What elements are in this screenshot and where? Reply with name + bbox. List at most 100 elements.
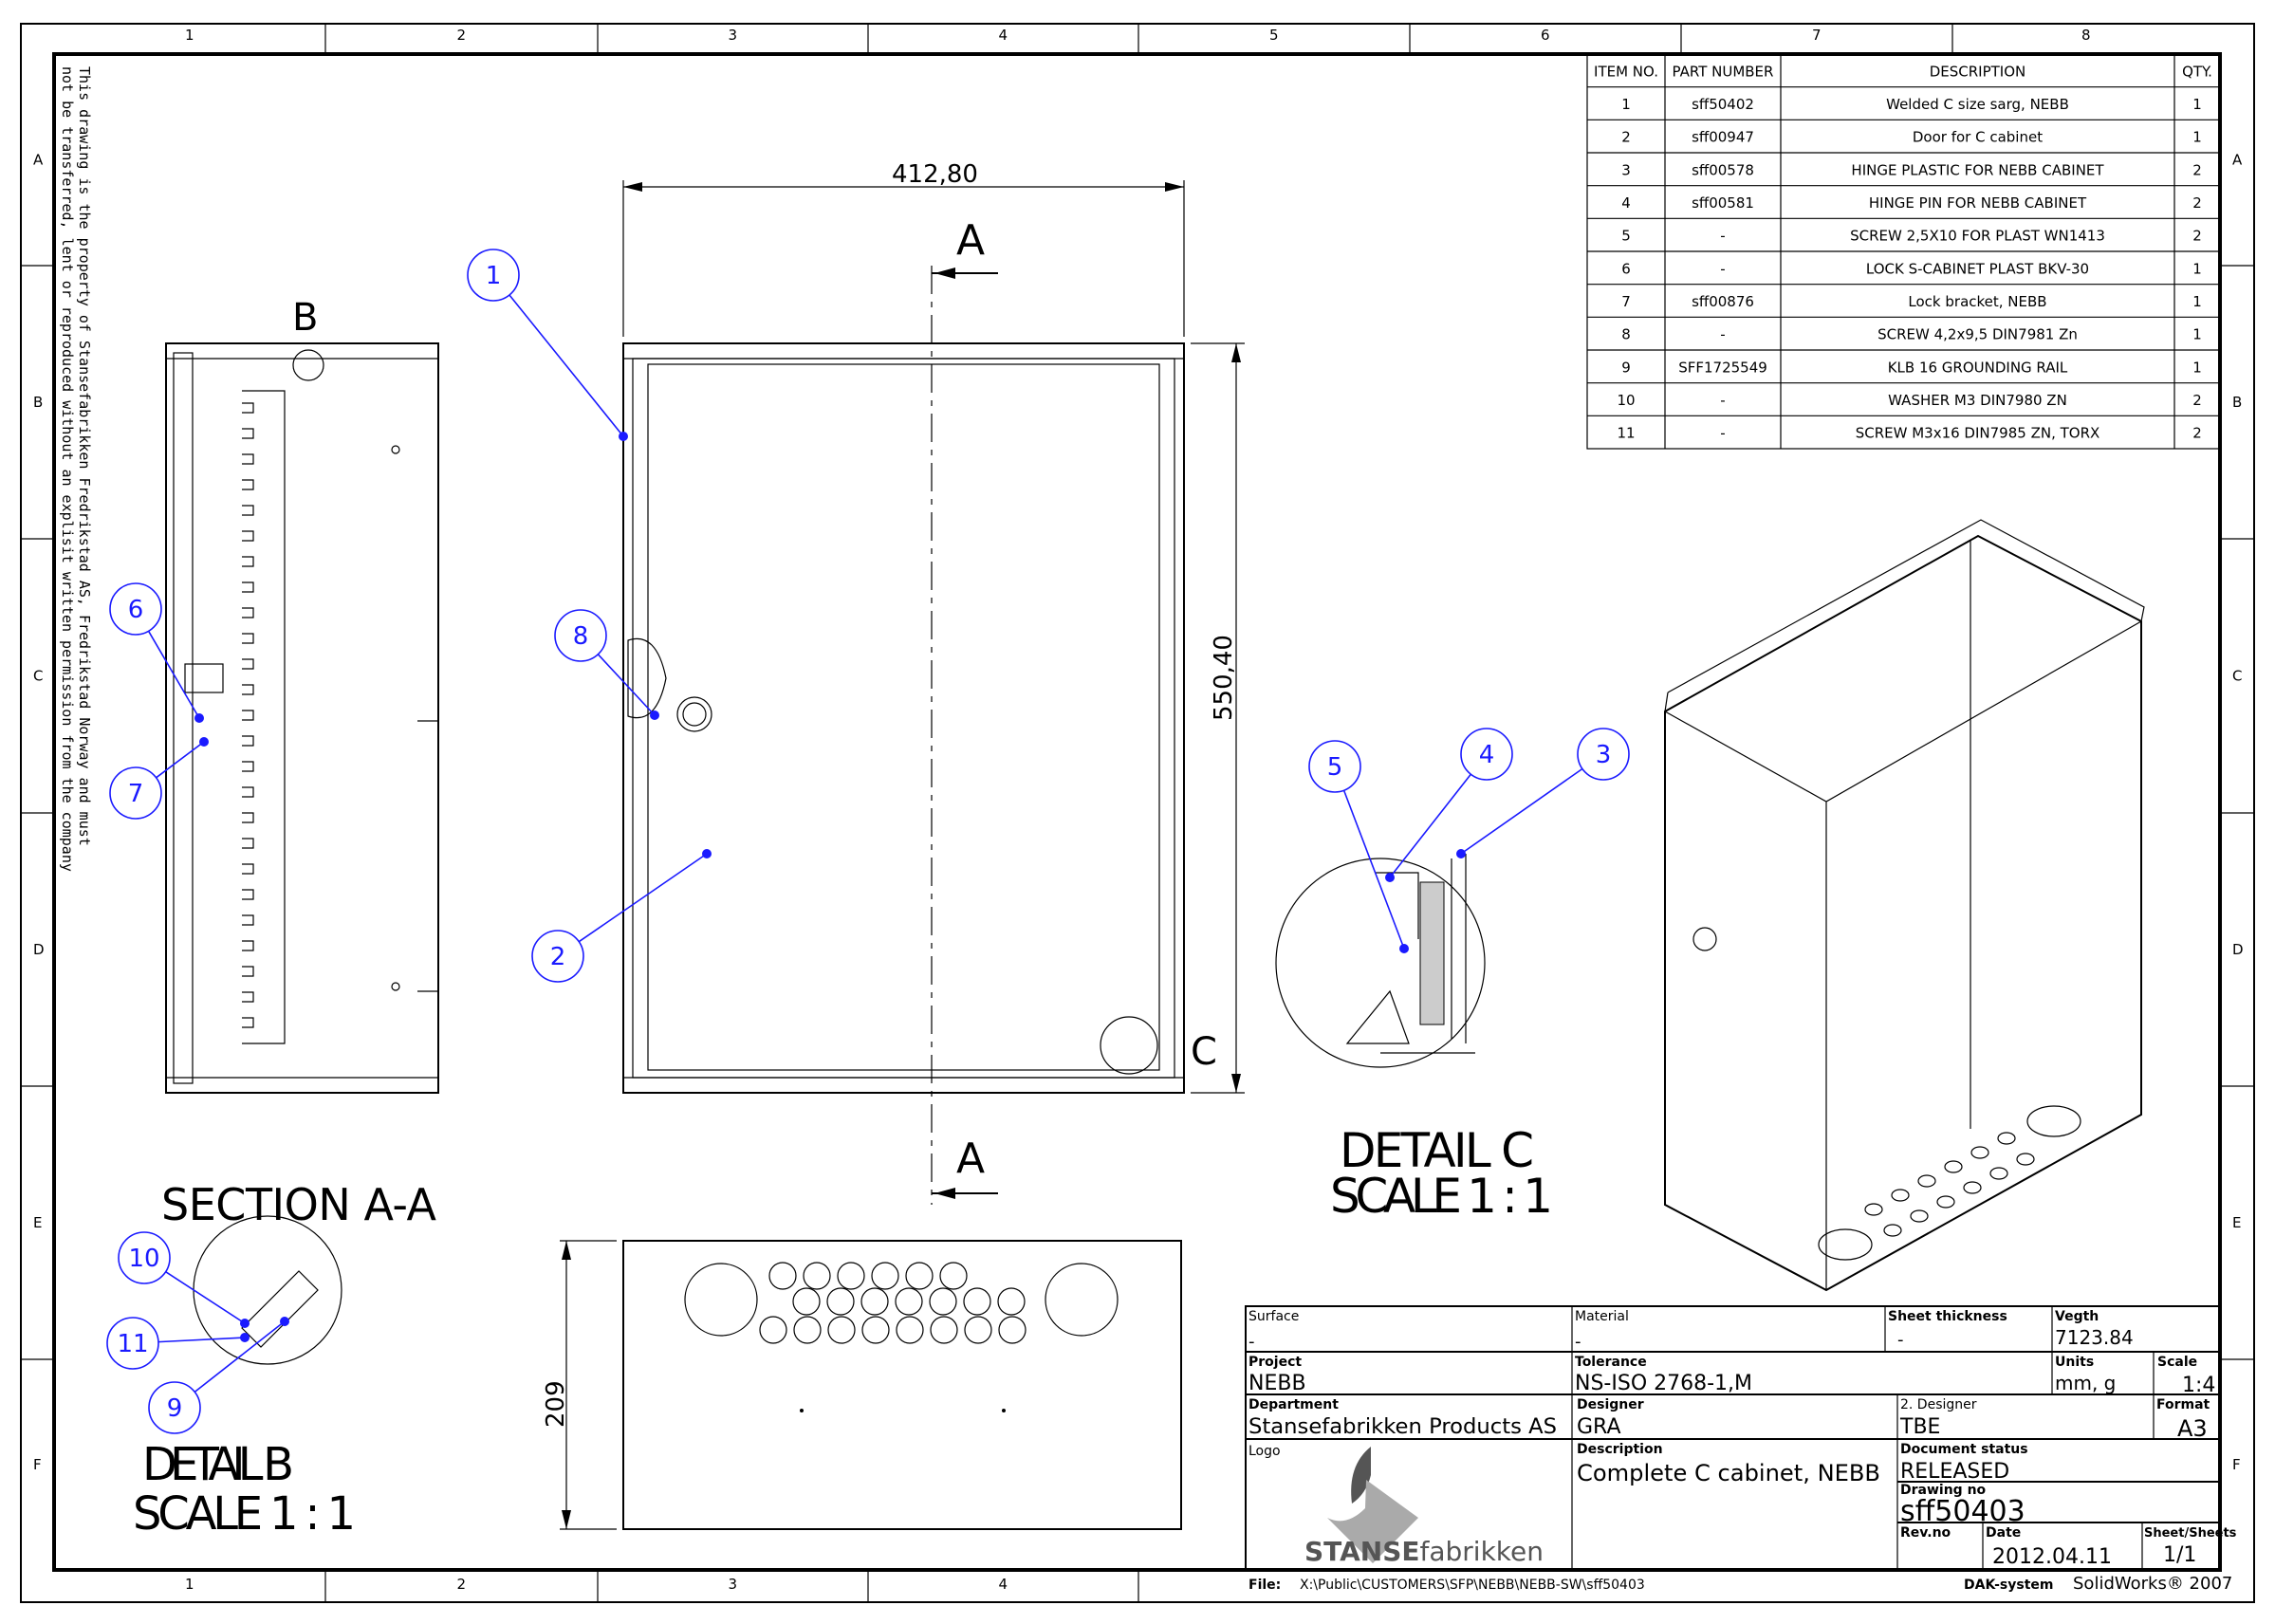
bom-header: DESCRIPTION (1930, 63, 2026, 80)
sheet-thickness-label: Sheet thickness (1888, 1309, 2007, 1324)
revno-label: Rev.no (1900, 1525, 1951, 1541)
doc-status-value: RELEASED (1900, 1460, 2009, 1484)
bottom-view: 209 (542, 1240, 1182, 1530)
balloon-number: 2 (550, 943, 566, 971)
balloon-number: 11 (117, 1330, 148, 1358)
row-marker: C (33, 668, 43, 685)
section-letter-bottom: A (956, 1135, 985, 1183)
bom-header: PART NUMBER (1673, 63, 1774, 80)
units-label: Units (2055, 1355, 2094, 1370)
bom-cell: 2 (2192, 425, 2202, 442)
item-balloon-11: 11 (106, 1317, 250, 1370)
weight-value: 7123.84 (2055, 1326, 2134, 1349)
item-balloon-3: 3 (1456, 728, 1630, 858)
bom-cell: 9 (1621, 359, 1631, 376)
sheet-thickness-value: - (1897, 1330, 1904, 1350)
logo-label: Logo (1248, 1444, 1281, 1459)
detail-c-letter: C (1191, 1030, 1217, 1074)
balloon-number: 9 (167, 1394, 183, 1423)
bom-cell: 1 (2192, 96, 2202, 113)
bom-cell: Welded C size sarg, NEBB (1886, 96, 2069, 113)
tolerance-value: NS-ISO 2768-1,M (1575, 1372, 1752, 1395)
material-label: Material (1575, 1309, 1629, 1324)
row-marker: F (2232, 1456, 2241, 1473)
logo-text-bold: STANSE (1304, 1536, 1420, 1567)
balloon-number: 5 (1327, 753, 1343, 782)
column-marker: 2 (457, 1576, 467, 1593)
detail-b-letter: B (292, 296, 318, 340)
sheets-value: 1/1 (2163, 1543, 2196, 1567)
bom-cell: 1 (2192, 359, 2202, 376)
balloon-number: 1 (486, 262, 502, 290)
row-marker: F (33, 1456, 42, 1473)
tolerance-label: Tolerance (1575, 1355, 1647, 1370)
sheets-label: Sheet/Sheets (2144, 1526, 2237, 1541)
bom-cell: 11 (1617, 425, 1635, 442)
column-marker: 2 (457, 27, 467, 44)
detail-b-view: DETAIL B SCALE 1 : 1 (133, 1215, 356, 1541)
description-label: Description (1577, 1442, 1663, 1457)
logo-text: fabrikken (1420, 1536, 1544, 1567)
date-value: 2012.04.11 (1992, 1545, 2112, 1569)
column-marker: 7 (1812, 27, 1822, 44)
column-marker: 3 (729, 1576, 738, 1593)
bom-cell: SCREW M3x16 DIN7985 ZN, TORX (1856, 425, 2100, 442)
row-marker: C (2232, 668, 2242, 685)
item-balloon-8: 8 (554, 609, 659, 720)
bom-cell: Door for C cabinet (1913, 129, 2043, 146)
bom-cell: 1 (2192, 129, 2202, 146)
bom-cell: 1 (1621, 96, 1631, 113)
row-marker: E (2232, 1214, 2241, 1231)
column-marker: 1 (185, 27, 194, 44)
bom-cell: - (1720, 425, 1725, 442)
bom-cell: 2 (1621, 129, 1631, 146)
item-balloon-10: 10 (118, 1231, 250, 1328)
bom-cell: 2 (2192, 161, 2202, 178)
balloon-number: 4 (1479, 741, 1495, 769)
system-label: DAK-system (1964, 1578, 2053, 1593)
bom-header: QTY. (2182, 63, 2212, 80)
bom-cell: 7 (1621, 293, 1631, 310)
isometric-view (1664, 519, 2145, 1292)
format-value: A3 (2177, 1415, 2208, 1442)
notice-line-1: This drawing is the property of Stansefa… (76, 66, 93, 846)
material-value: - (1575, 1332, 1581, 1352)
property-notice: This drawing is the property of Stansefa… (59, 66, 93, 872)
title-block: Surface - Material - Sheet thickness - V… (1245, 1305, 2237, 1571)
detail-c-title: DETAIL C (1340, 1123, 1534, 1178)
scale-value: 1:4 (2182, 1374, 2215, 1397)
item-balloon-2: 2 (531, 849, 712, 983)
balloon-number: 8 (573, 622, 589, 651)
balloon-number: 7 (128, 780, 144, 808)
bom-cell: sff00578 (1692, 161, 1754, 178)
section-a-a-view: B SECTION A-A (161, 296, 439, 1230)
bom-cell: - (1720, 392, 1725, 409)
project-label: Project (1248, 1355, 1302, 1370)
file-label: File: (1248, 1578, 1281, 1593)
dim-width: 412,80 (892, 160, 978, 189)
bom-header: ITEM NO. (1594, 63, 1658, 80)
system-value: SolidWorks® 2007 (2073, 1574, 2232, 1594)
column-marker: 3 (729, 27, 738, 44)
designer-label: Designer (1577, 1397, 1644, 1412)
notice-line-2: not be transferred, lent or reproduced w… (59, 66, 76, 872)
bom-cell: HINGE PLASTIC FOR NEBB CABINET (1851, 161, 2104, 178)
units-value: mm, g (2055, 1372, 2116, 1394)
detail-c-view: DETAIL C SCALE 1 : 1 (1275, 854, 1553, 1224)
bom-cell: SCREW 4,2x9,5 DIN7981 Zn (1877, 326, 2078, 343)
project-value: NEBB (1248, 1372, 1306, 1395)
row-marker: E (33, 1214, 42, 1231)
bom-cell: sff00581 (1692, 194, 1754, 212)
column-marker: 5 (1269, 27, 1279, 44)
front-view: A A C 412,80 550,40 (622, 160, 1245, 1205)
item-balloon-5: 5 (1308, 740, 1409, 953)
item-balloon-9: 9 (148, 1317, 289, 1434)
footer: File: X:\Public\CUSTOMERS\SFP\NEBB\NEBB-… (1248, 1574, 2232, 1594)
date-label: Date (1986, 1525, 2021, 1541)
department-label: Department (1248, 1397, 1339, 1412)
balloon-number: 10 (128, 1245, 159, 1273)
bom-cell: 10 (1617, 392, 1635, 409)
